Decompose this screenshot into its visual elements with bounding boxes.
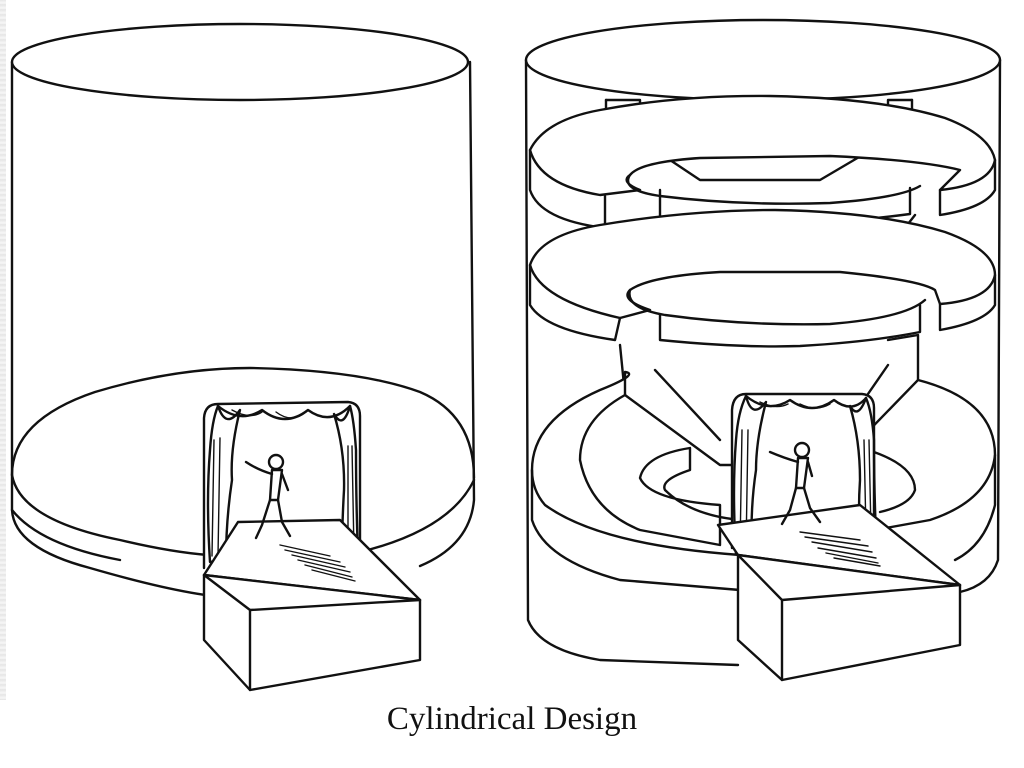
cylinder-right-wall (418, 60, 476, 568)
slide-caption: Cylindrical Design (386, 701, 638, 737)
cylinder-top-ellipse (10, 22, 470, 102)
plain-cylinder-figure (10, 22, 476, 692)
gallery-ring-upper (528, 94, 997, 197)
tiered-top-ellipse (524, 18, 1002, 102)
tiered-cylinder-left-wall (524, 58, 740, 667)
floor-disk-top (10, 366, 476, 480)
tiered-actor-figure (768, 441, 822, 526)
floor-hatching (279, 544, 356, 582)
floor-disk-front-right (358, 478, 476, 554)
floor-disk-band (10, 508, 122, 562)
actor-figure (244, 453, 292, 540)
tiered-cylinder-right-wall (958, 58, 1002, 594)
cylinder-drawings (10, 18, 1002, 692)
tiered-floor-ring (530, 370, 742, 557)
gallery-ring-lower (528, 208, 997, 320)
tiered-thrust-stage-front (736, 553, 962, 682)
floor-disk-front (10, 473, 210, 557)
tiered-floor-hatching (799, 531, 881, 567)
tiered-cylinder-figure (524, 18, 1002, 682)
left-curtain (206, 404, 242, 564)
curtain-valance (216, 404, 352, 421)
scan-edge (0, 0, 6, 700)
